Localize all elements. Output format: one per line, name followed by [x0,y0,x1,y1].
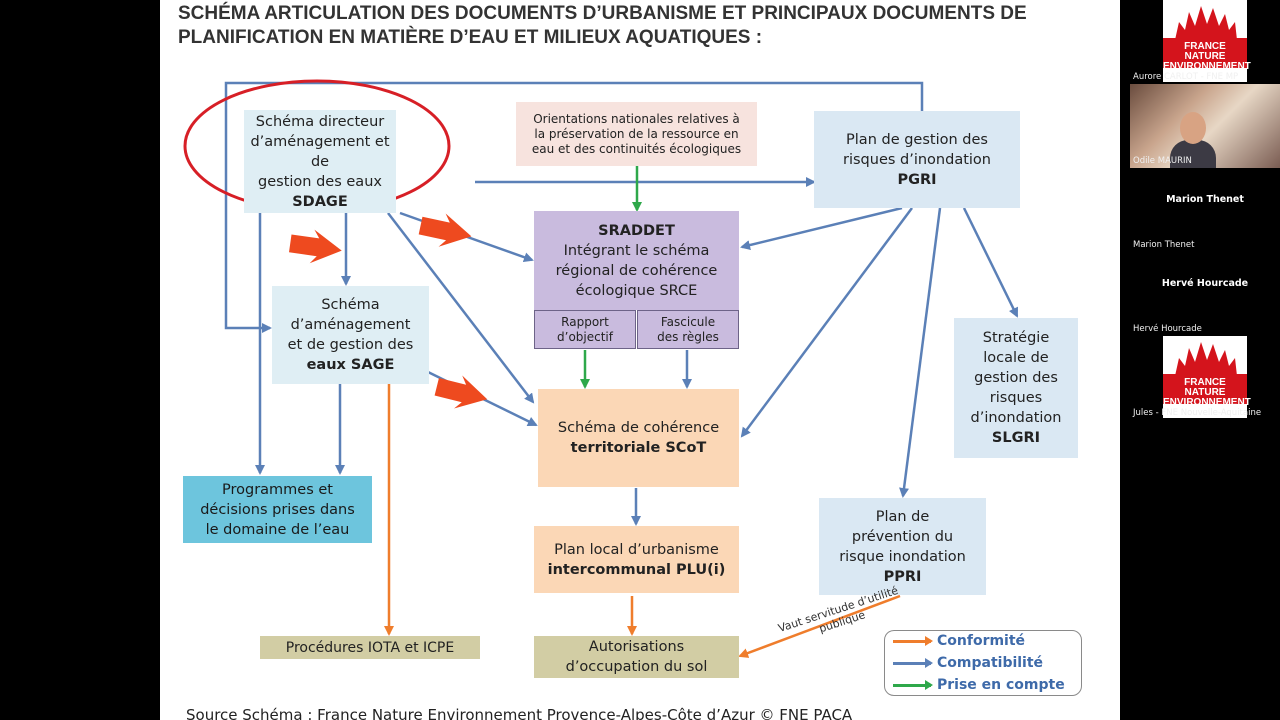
pgri-box: Plan de gestion des risques d’inondation… [814,111,1020,208]
scot-line: territoriale SCoT [571,438,707,458]
slgri-line: gestion des [974,368,1058,388]
plu-line: Plan local d’urbanisme [554,540,719,560]
fascicule-box: Fascicule des règles [637,310,739,349]
sraddet-line: écologique SRCE [576,281,698,301]
sraddet-line: régional de cohérence [556,261,718,281]
programmes-line: le domaine de l’eau [206,520,350,540]
fne-logo: FRANCE NATURE ENVIRONNEMENT [1163,0,1247,82]
participant-name: Odile MAURIN [1133,156,1192,166]
programmes-line: Programmes et [222,480,333,500]
participant-tile[interactable]: FRANCE NATURE ENVIRONNEMENT Jules - FNE … [1130,336,1280,420]
fascicule-line: Fascicule [661,315,715,330]
sdage-line: Schéma directeur [256,112,384,132]
logo-text: ENVIRONNEMENT [1163,398,1247,408]
pgri-acronym: PGRI [897,170,936,190]
sdage-line: d’aménagement et de [250,132,390,172]
ppri-line: risque inondation [839,547,966,567]
sdage-line: gestion des eaux [258,172,382,192]
participant-name: Marion Thenet [1133,240,1194,250]
participant-tile[interactable]: Marion Thenet Marion Thenet [1130,168,1280,252]
participant-tile[interactable]: FRANCE NATURE ENVIRONNEMENT Aurore CARLO… [1130,0,1280,84]
rapport-line: Rapport [561,315,609,330]
orientations-line: la préservation de la ressource en [534,127,738,142]
fne-logo-banner: FRANCE NATURE ENVIRONNEMENT [1163,374,1247,404]
sage-line: Schéma [321,295,379,315]
legend-prise-label: Prise en compte [937,677,1065,693]
ppri-line: Plan de [876,507,930,527]
participant-name: Jules - FNE Nouvelle-Aquitaine [1133,408,1261,418]
green-arrow-icon [893,684,931,687]
scot-box: Schéma de cohérence territoriale SCoT [538,389,739,487]
scot-line: Schéma de cohérence [558,418,719,438]
logo-text: ENVIRONNEMENT [1163,62,1247,72]
legend-conformite-label: Conformité [937,633,1025,649]
iota-label: Procédures IOTA et ICPE [286,638,454,658]
ppri-line: prévention du [852,527,953,547]
orientations-line: eau et des continuités écologiques [532,142,741,157]
orange-arrow-icon [893,640,931,643]
person-head [1180,112,1206,144]
hedgehog-icon [1163,336,1247,376]
legend-conformite: Conformité [893,633,1025,649]
blue-arrow-icon [893,662,931,665]
rapport-line: d’objectif [557,330,613,345]
participants-panel: FRANCE NATURE ENVIRONNEMENT Aurore CARLO… [1130,0,1280,720]
sdage-box: Schéma directeur d’aménagement et de ges… [244,110,396,213]
rapport-box: Rapport d’objectif [534,310,636,349]
slgri-line: risques [990,388,1042,408]
sage-box: Schéma d’aménagement et de gestion des e… [272,286,429,384]
plu-line: intercommunal PLU(i) [548,560,726,580]
plu-box: Plan local d’urbanisme intercommunal PLU… [534,526,739,593]
sraddet-line: Intégrant le schéma [564,241,710,261]
slgri-line: d’inondation [971,408,1062,428]
sdage-acronym: SDAGE [292,192,348,212]
legend-prise: Prise en compte [893,677,1065,693]
fne-logo: FRANCE NATURE ENVIRONNEMENT [1163,336,1247,418]
pgri-line: risques d’inondation [843,150,991,170]
fne-logo-banner: FRANCE NATURE ENVIRONNEMENT [1163,38,1247,68]
fascicule-line: des règles [657,330,719,345]
slgri-acronym: SLGRI [992,428,1040,448]
participant-name: Hervé Hourcade [1133,324,1202,334]
sage-acronym: eaux SAGE [307,355,395,375]
iota-box: Procédures IOTA et ICPE [260,636,480,659]
legend-compatibilite: Compatibilité [893,655,1043,671]
slgri-line: locale de [983,348,1048,368]
orientations-line: Orientations nationales relatives à [533,112,740,127]
pgri-line: Plan de gestion des [846,130,988,150]
logo-text: FRANCE NATURE [1163,42,1247,62]
participant-name: Aurore CARLOT - FNE MP [1133,72,1238,82]
participant-tile[interactable]: Odile MAURIN [1130,84,1280,168]
autorisations-line: Autorisations [589,637,684,657]
autorisations-box: Autorisations d’occupation du sol [534,636,739,678]
autorisations-line: d’occupation du sol [566,657,708,677]
orientations-box: Orientations nationales relatives à la p… [516,102,757,166]
participant-tile[interactable]: Hervé Hourcade Hervé Hourcade [1130,252,1280,336]
programmes-box: Programmes et décisions prises dans le d… [183,476,372,543]
sraddet-acronym: SRADDET [598,221,675,241]
sage-line: d’aménagement [291,315,411,335]
sraddet-box: SRADDET Intégrant le schéma régional de … [534,211,739,310]
source-credit: Source Schéma : France Nature Environnem… [186,706,852,720]
sage-line: et de gestion des [288,335,414,355]
hedgehog-icon [1163,0,1247,40]
legend: Conformité Compatibilité Prise en compte [884,630,1082,696]
slgri-box: Stratégie locale de gestion des risques … [954,318,1078,458]
slgri-line: Stratégie [983,328,1050,348]
participant-display-name: Marion Thenet [1130,194,1280,205]
participant-display-name: Hervé Hourcade [1130,278,1280,289]
presentation-slide: SCHÉMA ARTICULATION DES DOCUMENTS D’URBA… [160,0,1120,720]
programmes-line: décisions prises dans [200,500,355,520]
logo-text: FRANCE NATURE [1163,378,1247,398]
legend-compatibilite-label: Compatibilité [937,655,1043,671]
